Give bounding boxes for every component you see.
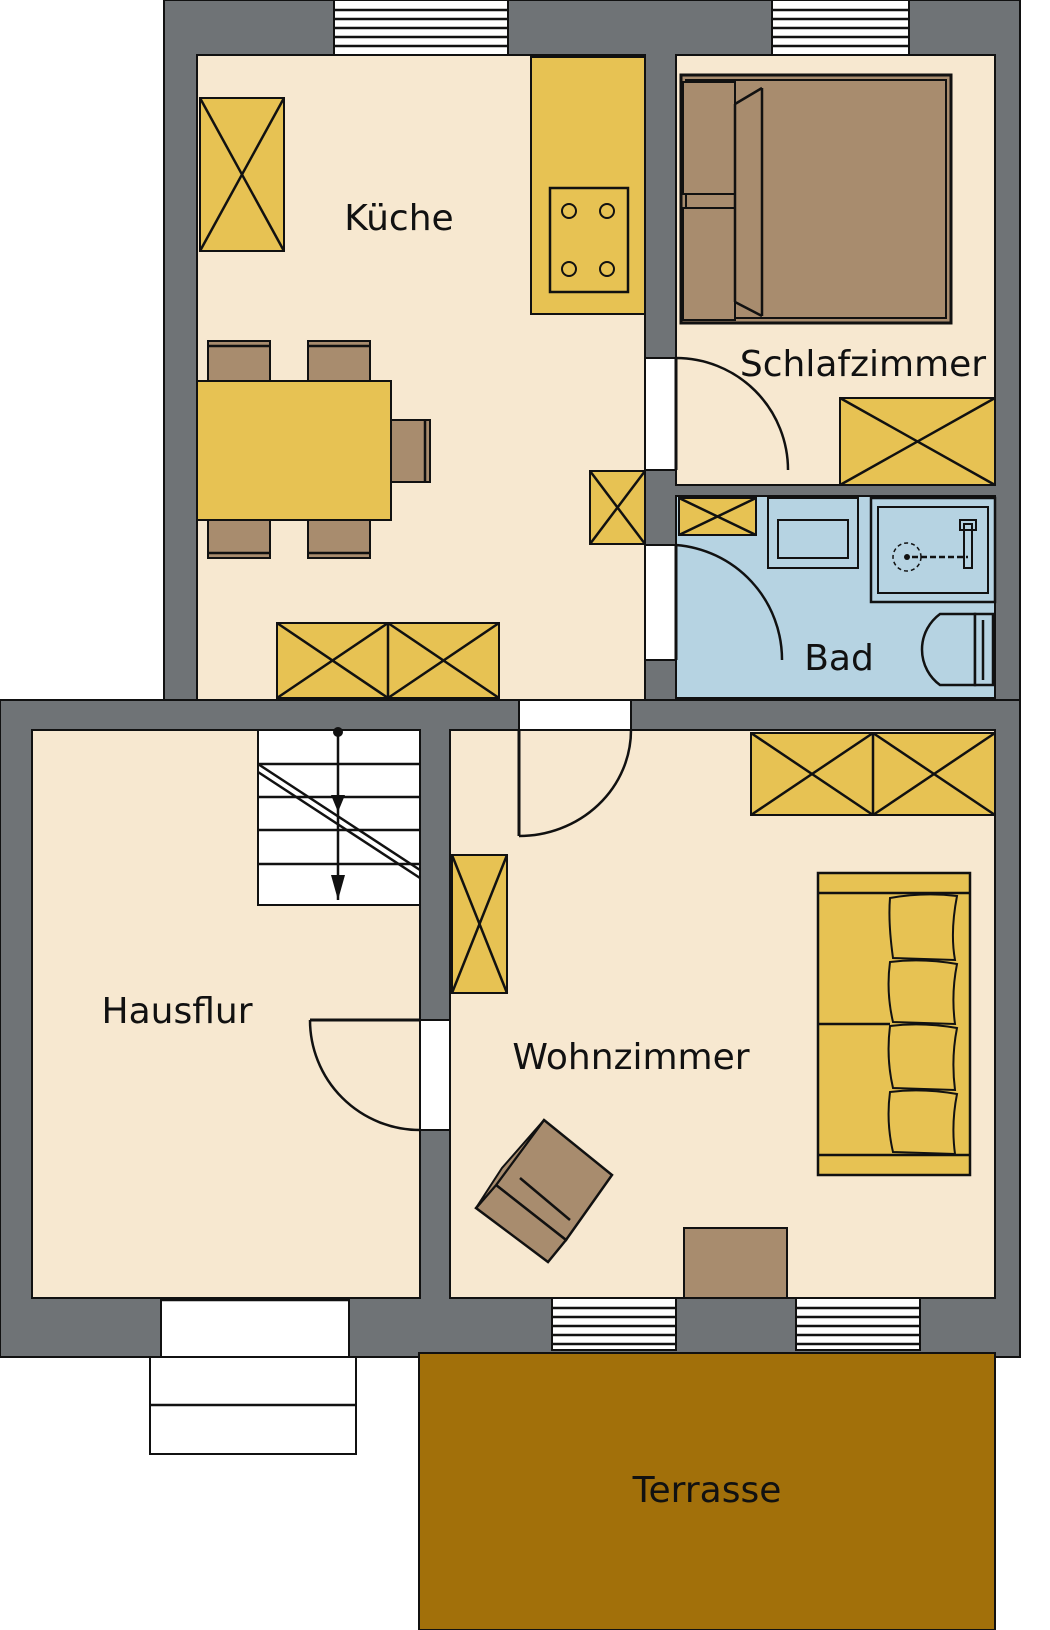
tv-stand [683, 1227, 788, 1299]
double-bed [679, 73, 953, 325]
bedroom-furniture [679, 73, 996, 487]
room-label-bathroom: Bad [804, 638, 874, 679]
window-kitchen [333, 0, 509, 56]
shower [869, 496, 997, 604]
dining-chair [207, 519, 271, 559]
cabinet-bathroom [678, 496, 757, 537]
dining-table [196, 380, 392, 521]
dining-chair [307, 519, 371, 559]
cushion [887, 1023, 959, 1092]
dining-chair [207, 340, 271, 382]
terrace [418, 1352, 996, 1630]
room-label-livingroom: Wohnzimmer [512, 1037, 749, 1078]
window-livingroom-left [551, 1297, 677, 1351]
cabinet-kitchen-left [198, 97, 286, 252]
door-opening-hallway [419, 1019, 451, 1131]
door-swing-livingroom [517, 729, 633, 838]
sofa [816, 871, 972, 1177]
stove-top [548, 186, 630, 294]
burner [599, 203, 615, 219]
room-label-bedroom: Schlafzimmer [740, 344, 986, 385]
cushion [887, 1089, 959, 1156]
room-label-terrace: Terrasse [632, 1470, 782, 1511]
dining-chair [389, 419, 431, 483]
burner [599, 261, 615, 277]
door-swing-bathroom [674, 543, 784, 661]
cabinet-kitchen-small [589, 470, 646, 545]
dining-chair [307, 340, 371, 382]
livingroom-furniture [450, 731, 996, 1299]
cabinet-kitchen-bottom [276, 621, 500, 700]
room-label-hallway: Hausflur [102, 991, 253, 1032]
pillow [682, 207, 736, 321]
window-livingroom-right [795, 1297, 921, 1351]
pillow [682, 81, 736, 195]
bathroom-fixtures [678, 496, 997, 687]
door-opening-bedroom [644, 357, 677, 471]
armchair [474, 1118, 614, 1264]
cabinet-livingroom-top [750, 731, 996, 817]
cabinet-livingroom-left [450, 854, 509, 994]
burner [561, 261, 577, 277]
door-swing-hallway [308, 1018, 421, 1132]
doors [149, 356, 790, 1455]
door-swing-bedroom [674, 356, 790, 471]
sink [767, 497, 859, 569]
toilet [920, 612, 995, 687]
room-label-kitchen: Küche [344, 198, 453, 239]
staircase [257, 727, 421, 906]
door-opening-bathroom [644, 544, 677, 661]
wardrobe-bedroom [839, 396, 996, 487]
room-labels: Küche Schlafzimmer Bad Hausflur Wohnzimm… [102, 198, 987, 1511]
windows [333, 0, 921, 1351]
cushion [887, 959, 959, 1026]
cushion [888, 893, 959, 962]
burner [561, 203, 577, 219]
entrance-opening [160, 1298, 350, 1358]
door-opening-kitchen [518, 699, 632, 731]
kitchen-furniture [196, 56, 646, 700]
window-bedroom [771, 0, 910, 56]
